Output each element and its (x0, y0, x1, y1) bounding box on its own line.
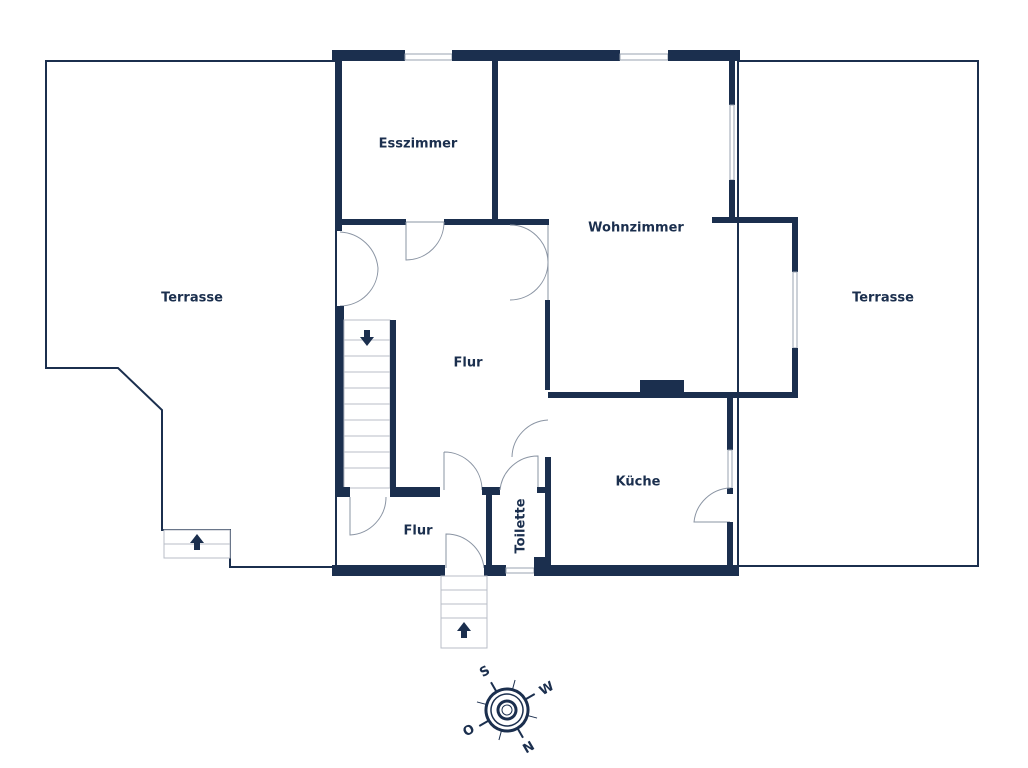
room-label-terrace-left: Terrasse (161, 291, 223, 306)
window (505, 567, 535, 574)
room-label-living: Wohnzimmer (588, 221, 684, 236)
compass-label-o: O (460, 722, 477, 741)
compass-label-n: N (521, 739, 538, 757)
window (404, 53, 453, 61)
arrow-up-icon (457, 622, 471, 638)
room-label-hall-upper: Flur (453, 356, 483, 371)
room-label-dining: Esszimmer (379, 137, 458, 152)
compass-icon (476, 679, 538, 741)
terrace-right-outline (737, 60, 979, 567)
window (619, 53, 669, 61)
arrow-down-icon (360, 330, 374, 346)
room-label-kitchen: Küche (616, 475, 661, 490)
room-label-terrace-right: Terrasse (852, 291, 914, 306)
arrow-up-icon (190, 534, 204, 550)
room-label-toilet: Toilette (514, 498, 529, 553)
compass-label-s: S (477, 663, 493, 681)
room-label-hall-lower: Flur (403, 524, 433, 539)
window (729, 104, 735, 181)
compass-label-w: W (537, 679, 557, 699)
terrace-left-outline (45, 60, 337, 568)
window (792, 271, 798, 349)
window (727, 449, 733, 489)
